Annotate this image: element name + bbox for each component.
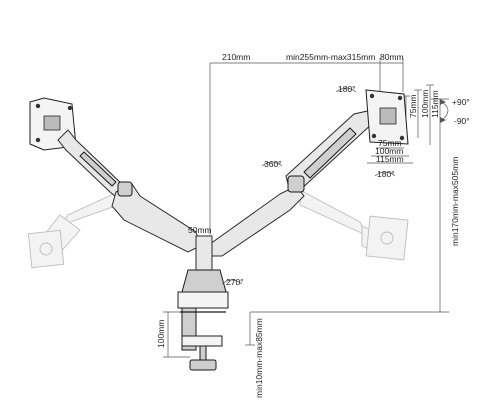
vesa-115-width-label: 115mm	[376, 154, 404, 164]
tilt-plus-label: +90°	[452, 97, 470, 107]
height-range-label: min170mm-max505mm	[450, 157, 460, 246]
arm-top-right-label: min255mm-max315mm	[286, 52, 375, 62]
vesa-100-width-label: 100mm	[375, 146, 403, 156]
ghost-arm-left	[27, 189, 123, 269]
tilt-minus-label: -90°	[454, 116, 470, 126]
left-lower-arm	[111, 181, 201, 253]
tilt-arc	[440, 99, 449, 123]
vesa-100-height-label: 100mm	[420, 90, 430, 118]
pole-gap-label: 50mm	[188, 225, 212, 235]
clamp-range-label: min10mm-max85mm	[254, 318, 264, 398]
rot-180-bottom-label: 180°	[377, 169, 395, 179]
right-lower-arm	[207, 175, 305, 257]
vesa-75-height-label: 75mm	[408, 94, 418, 118]
clamp-height-label: 100mm	[156, 320, 166, 348]
vesa-top-label: 80mm	[380, 52, 404, 62]
ghost-arm-right	[299, 189, 409, 261]
right-vesa-plate	[365, 89, 409, 145]
desk-clamp	[177, 291, 229, 371]
rot-180-top-label: 180°	[338, 84, 356, 94]
vesa-75-width-label: 75mm	[378, 138, 402, 148]
rot-360-label: 360°	[264, 159, 282, 169]
rot-270-label: 270°	[226, 277, 244, 287]
vesa-115-height-label: 115mm	[430, 90, 440, 118]
arm-top-left-label: 210mm	[222, 52, 250, 62]
rotation-arc-icons	[221, 87, 396, 285]
